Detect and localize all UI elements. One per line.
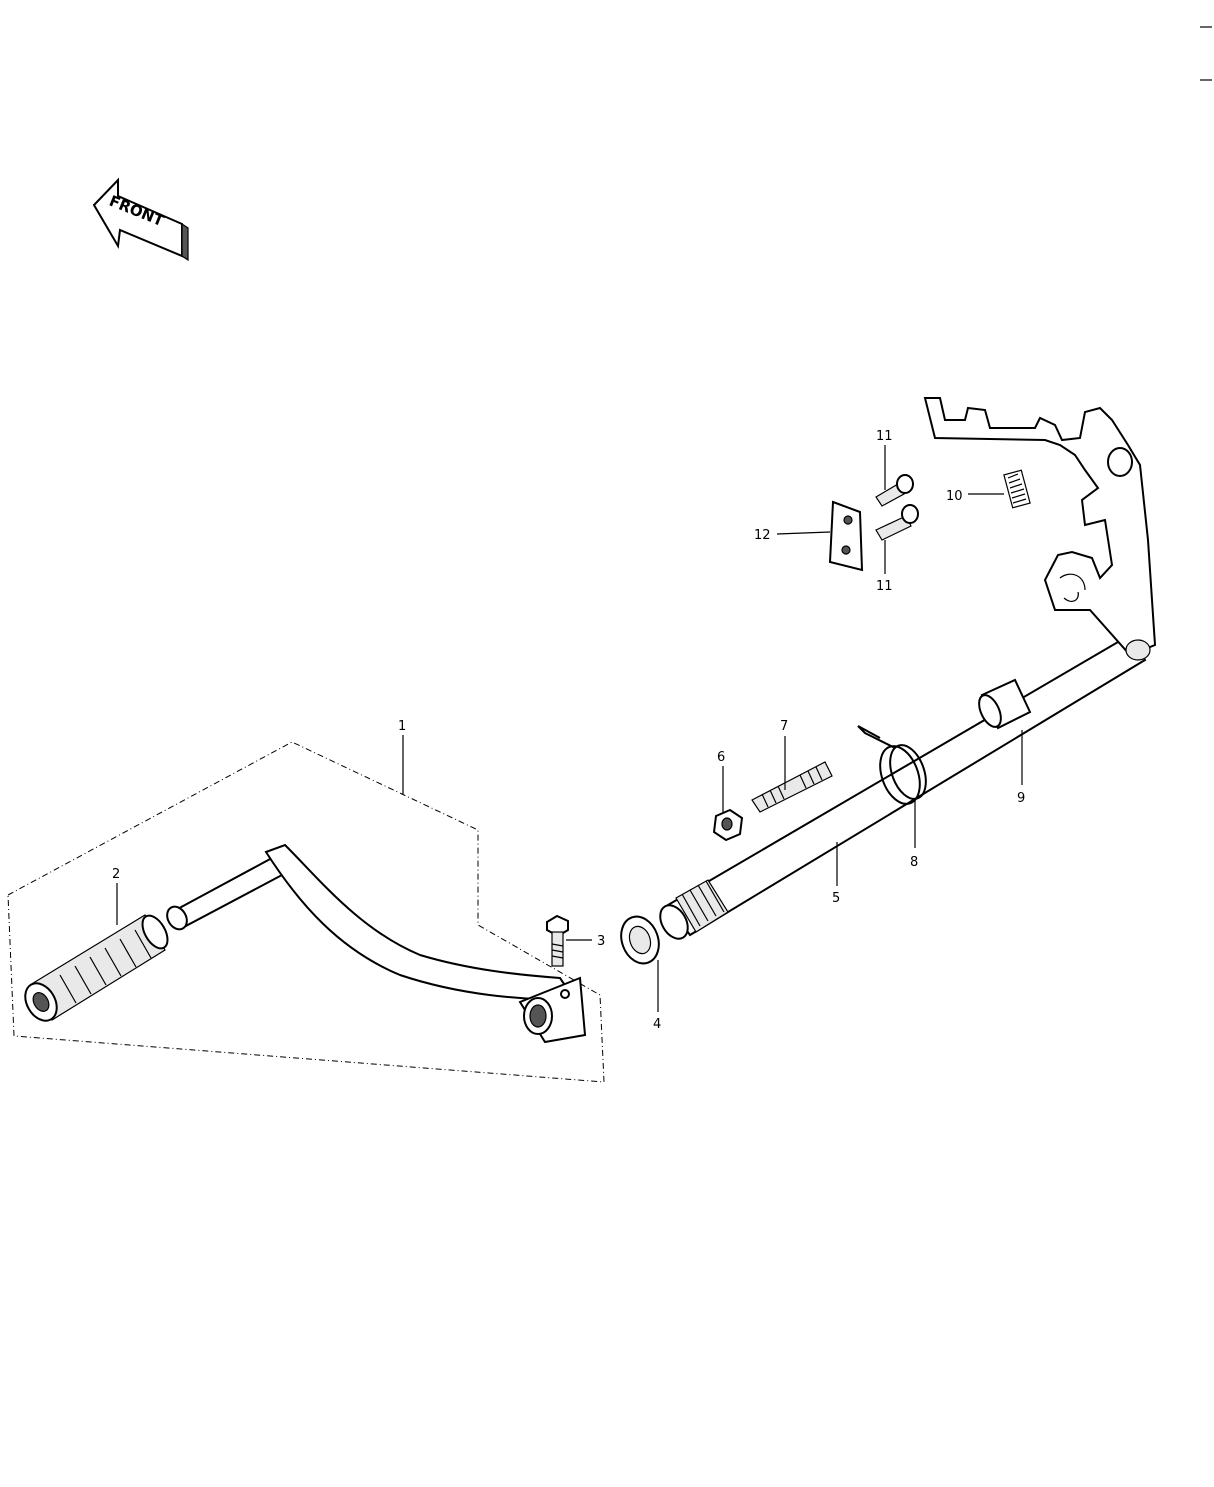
callout-10: 10 bbox=[946, 489, 963, 504]
assembly-outline bbox=[7, 741, 605, 1083]
callout-12: 12 bbox=[754, 528, 771, 543]
callout-4: 4 bbox=[653, 1017, 661, 1032]
callout-1: 1 bbox=[398, 719, 406, 734]
callout-11-top: 11 bbox=[876, 429, 893, 444]
part-4-oil-seal bbox=[620, 915, 660, 965]
part-8-return-spring bbox=[857, 725, 927, 805]
part-9-collar bbox=[978, 678, 1032, 730]
callout-5: 5 bbox=[832, 891, 840, 906]
callout-9: 9 bbox=[1017, 791, 1025, 806]
callout-labels: 1 2 3 4 5 6 7 8 9 10 11 11 12 bbox=[112, 429, 1025, 1032]
shift-mechanism-plate bbox=[923, 397, 1157, 661]
callout-8: 8 bbox=[910, 855, 918, 870]
part-7-stud bbox=[751, 761, 833, 813]
part-1-shift-pedal bbox=[166, 843, 587, 1044]
part-10-spring bbox=[1003, 469, 1031, 509]
part-11-bolts bbox=[875, 474, 919, 541]
part-3-bolt bbox=[546, 914, 569, 967]
callout-6: 6 bbox=[717, 750, 725, 765]
leader-lines bbox=[116, 445, 1023, 1012]
callout-7: 7 bbox=[780, 719, 788, 734]
part-12-plate bbox=[828, 500, 864, 572]
callout-3: 3 bbox=[597, 934, 605, 949]
callout-2: 2 bbox=[112, 867, 120, 882]
front-arrow-icon: FRONT bbox=[92, 177, 189, 262]
callout-11-bottom: 11 bbox=[876, 579, 893, 594]
part-6-nut bbox=[712, 808, 744, 842]
part-2-pedal-rubber bbox=[24, 914, 169, 1022]
corner-marks bbox=[1200, 26, 1212, 81]
